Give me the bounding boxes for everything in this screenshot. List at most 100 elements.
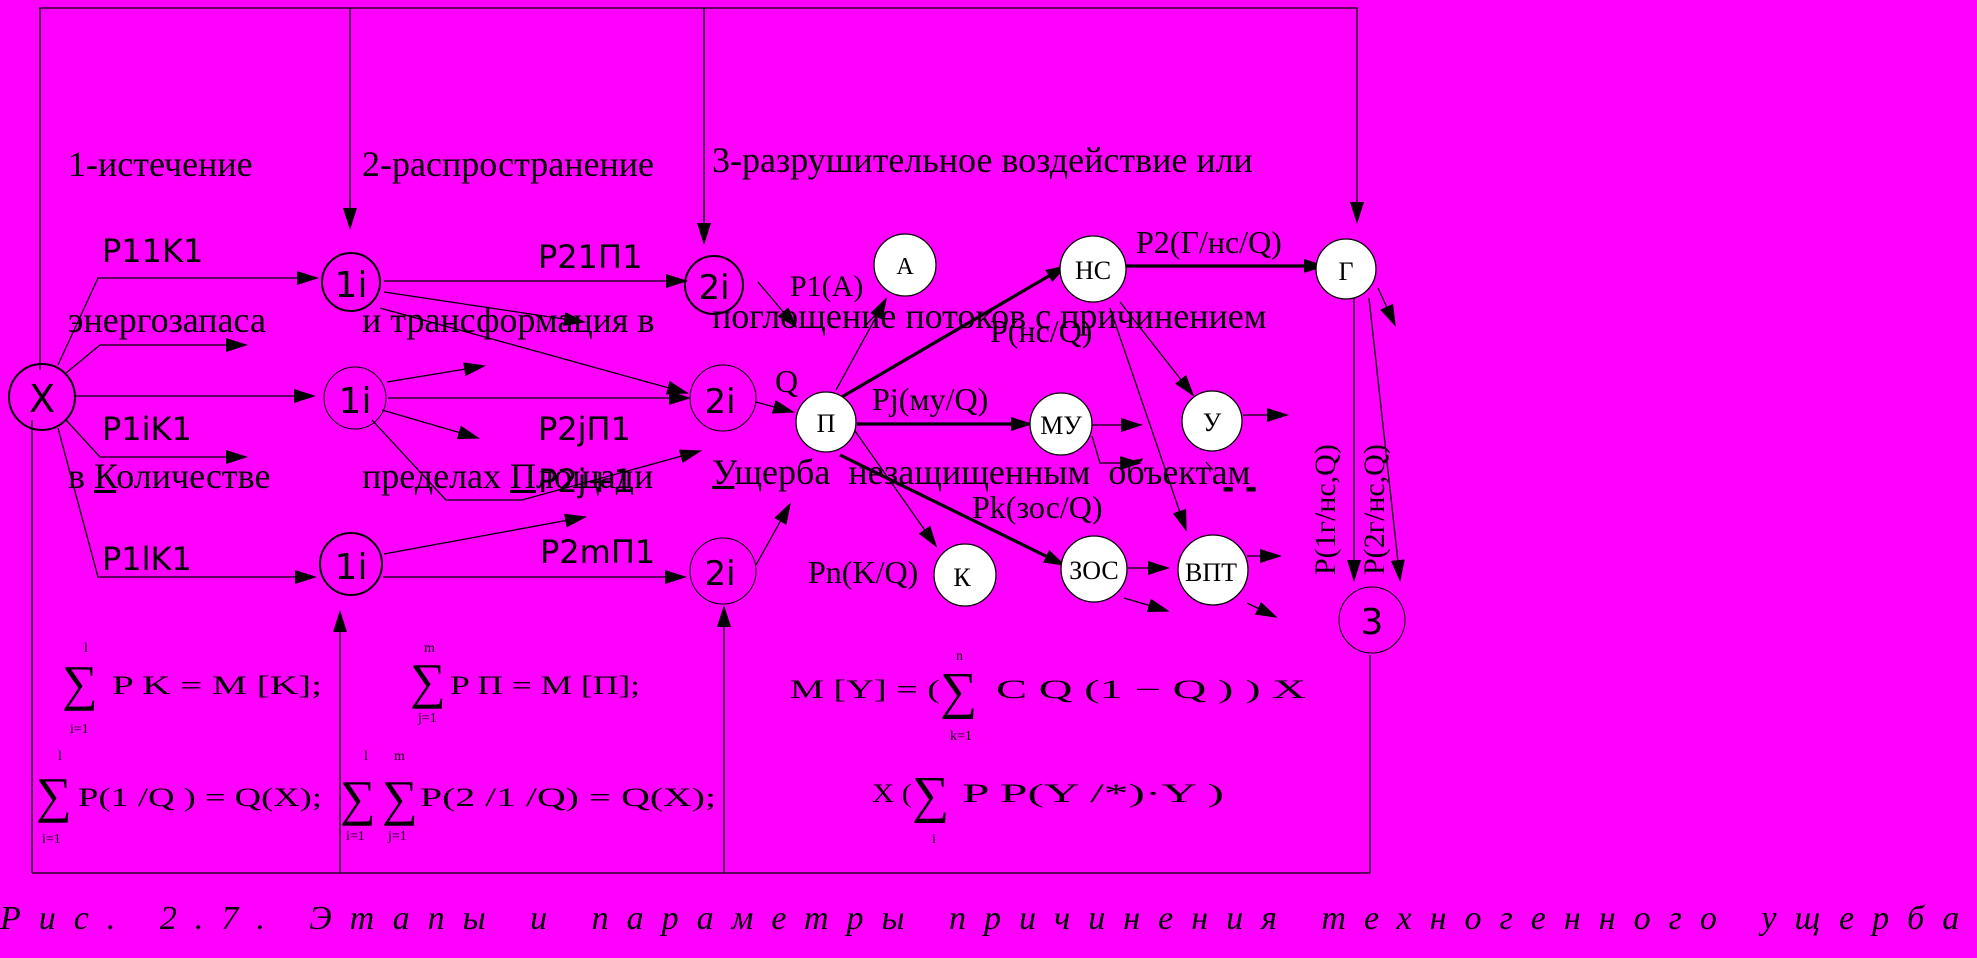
node-label-3: 3 (1361, 602, 1384, 643)
node-label-2i-middle: 2i (704, 382, 735, 422)
label-pk: Pk(зос/Q) (972, 489, 1103, 525)
formula-sub-5a: i=1 (346, 829, 365, 844)
formulas: ∑ l i=1 P K = M [K]; ∑ m j=1 P П = M [П]… (36, 641, 1306, 847)
node-label-u: У (1203, 408, 1222, 437)
label-dashes: - - (1222, 471, 1257, 506)
label-p1ik1: P1iK1 (102, 410, 192, 448)
label-q: Q (775, 363, 798, 399)
node-ns (1059, 235, 1127, 303)
label-p2j1: P2j+1 (538, 462, 634, 500)
formula-1: P K = M [K]; (112, 671, 322, 700)
header-stage-1-line-3: в Количестве (68, 456, 271, 496)
label-p21p1: P21П1 (538, 238, 642, 276)
formula-2: P П = M [П]; (450, 671, 640, 700)
label-p2g-vertical: P(2г/нс,Q) (1358, 444, 1391, 575)
node-u (1181, 390, 1243, 452)
label-pns: P(нс/Q) (990, 313, 1092, 349)
formula-sum-5b: ∑ (382, 770, 418, 826)
frame-lines (31, 7, 1371, 874)
header-stage-1-line-1: 1-истечение (68, 144, 253, 184)
formula-6b: P P(Y /*)·Y ) (962, 779, 1224, 808)
node-1i-top (321, 252, 381, 312)
formula-sup-5a: l (364, 749, 368, 764)
formula-sup-3: n (956, 649, 963, 664)
formula-sub-1: i=1 (70, 722, 89, 737)
node-a (873, 233, 937, 297)
header-stage-3-line-2: поглощение потоков с причинением (712, 296, 1267, 336)
header-stage-2-line-1: 2-распространение (362, 144, 654, 184)
node-mu (1029, 392, 1093, 456)
formula-sup-2: m (424, 641, 435, 656)
formula-sum-1: ∑ (62, 655, 98, 711)
node-label-vpt: ВПТ (1185, 558, 1237, 587)
node-g (1315, 238, 1377, 300)
node-3 (1338, 586, 1406, 654)
formula-3b: C Q (1 − Q ) ) X (996, 675, 1306, 704)
label-p2jp1: P2jП1 (538, 410, 631, 448)
header-stage-1: 1-истечение энергозапаса в Количестве (68, 34, 270, 554)
node-vpt (1177, 534, 1249, 606)
formula-sub-3: k=1 (950, 729, 972, 744)
node-2i-bottom (689, 537, 757, 605)
nodes (8, 233, 1406, 654)
header-stage-3-line-1: 3-разрушительное воздействие или (712, 140, 1253, 180)
formula-sup-4: l (58, 749, 62, 764)
node-label-1i-middle: 1i (339, 381, 372, 422)
label-p1lk1: P1lK1 (102, 540, 192, 578)
formula-sum-3: ∑ (940, 663, 977, 720)
header-stage-3-line-3: Ущерба незащищенным объектам (712, 452, 1251, 492)
node-label-k: К (953, 563, 971, 592)
formula-sum-4: ∑ (36, 767, 72, 823)
label-p1a: P1(A) (790, 270, 863, 303)
formula-sub-5b: j=1 (387, 829, 407, 844)
node-label-a: А (896, 254, 914, 280)
node-label-1i-bottom: 1i (335, 547, 368, 588)
node-2i-middle (689, 364, 757, 432)
label-pj: Pj(му/Q) (872, 381, 988, 417)
edges (57, 271, 1405, 618)
label-p1g: P(1г/нс,Q) (1309, 444, 1342, 575)
label-p2g: P2(Г/нс/Q) (1136, 224, 1282, 260)
formula-sub-2: j=1 (417, 711, 437, 726)
label-p2mp1: P2mП1 (540, 533, 655, 571)
header-stage-2: 2-распространение и трансформация в пред… (362, 34, 654, 554)
formula-6: X ( (872, 779, 912, 808)
formula-sup-5b: m (394, 749, 405, 764)
edge-labels: P11K1 P1iK1 P1lK1 P21П1 P2jП1 P2j+1 P2mП… (102, 224, 1391, 590)
formula-5: P(2 /1 /Q) = Q(X); (420, 783, 716, 812)
node-label-ns: НС (1075, 256, 1111, 285)
node-label-p: П (817, 409, 836, 438)
formula-sum-2: ∑ (410, 653, 446, 709)
label-p11k1: P11K1 (102, 232, 203, 270)
diagram-canvas: X 1i 1i 1i 2i 2i 2i П А К НС МУ ЗОС У ВП… (8, 7, 1406, 874)
node-k (933, 543, 997, 607)
node-2i-top (684, 255, 744, 315)
header-stage-2-line-3: пределах Площади (362, 456, 654, 496)
node-p (795, 391, 857, 453)
node-1i-bottom (319, 532, 383, 596)
formula-sum-6: ∑ (912, 767, 949, 824)
node-label-zos: ЗОС (1069, 556, 1118, 585)
node-x (8, 363, 76, 431)
node-label-mu: МУ (1040, 411, 1082, 440)
node-label-2i-bottom: 2i (704, 554, 735, 594)
header-stage-2-line-2: и трансформация в (362, 300, 655, 340)
node-zos (1060, 535, 1128, 603)
bold-edges (839, 259, 1326, 567)
formula-4: P(1 /Q ) = Q(X); (78, 783, 322, 812)
node-1i-middle (323, 366, 387, 430)
node-label-x: X (29, 377, 55, 421)
formula-3: M [Y] = ( (790, 675, 940, 704)
node-label-1i-top: 1i (335, 265, 368, 306)
node-labels: X 1i 1i 1i 2i 2i 2i П А К НС МУ ЗОС У ВП… (29, 254, 1383, 643)
node-label-2i-top: 2i (698, 268, 729, 308)
header-stage-3: 3-разрушительное воздействие или поглоще… (712, 30, 1267, 550)
figure-caption: Рис. 2.7. Этапы и параметры причинения т… (0, 900, 1977, 937)
header-stage-1-line-2: энергозапаса (68, 300, 266, 340)
node-label-g: Г (1338, 257, 1353, 286)
formula-sum-5a: ∑ (340, 770, 376, 826)
formula-sub-6: i (932, 832, 936, 847)
label-pn: Pn(K/Q) (808, 554, 918, 590)
formula-sup-1: l (84, 641, 88, 656)
formula-sub-4: i=1 (42, 832, 61, 847)
